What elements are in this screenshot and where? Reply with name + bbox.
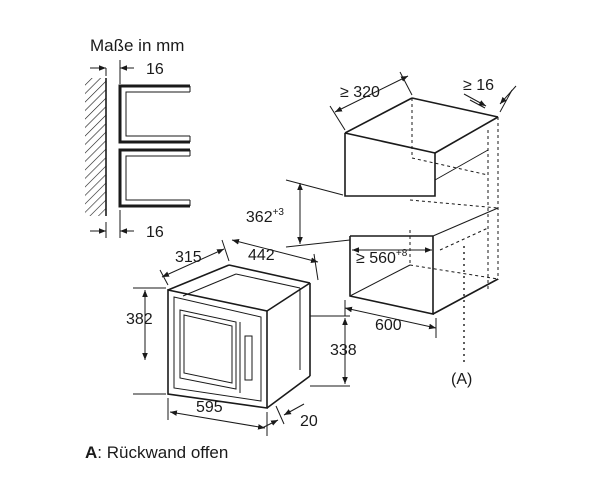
legend-text: : Rückwand offen	[97, 443, 229, 462]
lower-cabinet-outline	[118, 148, 190, 208]
niche-upper-box	[344, 133, 436, 197]
dim-device-height: 382	[126, 311, 153, 328]
dim-niche-height: 362+3	[246, 207, 285, 226]
device-frame-inner	[173, 296, 262, 402]
dim-niche-front: 600	[375, 317, 402, 334]
legend-key: A	[85, 443, 98, 462]
niche-view: ≥ 320 ≥ 16 362+3 ≥ 560+8 600 (A)	[246, 71, 517, 388]
dim-side-top: 16	[146, 61, 164, 78]
dim-device-width: 595	[196, 399, 223, 416]
dim-niche-inner: ≥ 560+8	[356, 248, 408, 267]
page-title: Maße in mm	[90, 36, 185, 55]
upper-cabinet-outline	[118, 84, 190, 144]
door-window	[179, 309, 237, 390]
dim-device-width-top: 442	[248, 247, 275, 264]
side-section-view: 16 16	[85, 60, 191, 241]
niche-lower-box	[349, 236, 434, 315]
legend: A: Rückwand offen	[85, 443, 228, 463]
control-panel	[244, 335, 253, 381]
wall-hatch	[85, 78, 106, 216]
device-view: 315 442 382 338 595 20	[126, 239, 357, 436]
dim-device-inner-height: 338	[330, 342, 357, 359]
dim-niche-width: ≥ 320	[340, 84, 380, 101]
dim-side-bottom: 16	[146, 224, 164, 241]
dim-niche-depth: ≥ 16	[463, 77, 494, 94]
marker-a-label: (A)	[451, 371, 472, 388]
dim-frame-depth: 20	[300, 413, 318, 430]
dim-device-depth: 315	[175, 249, 202, 266]
